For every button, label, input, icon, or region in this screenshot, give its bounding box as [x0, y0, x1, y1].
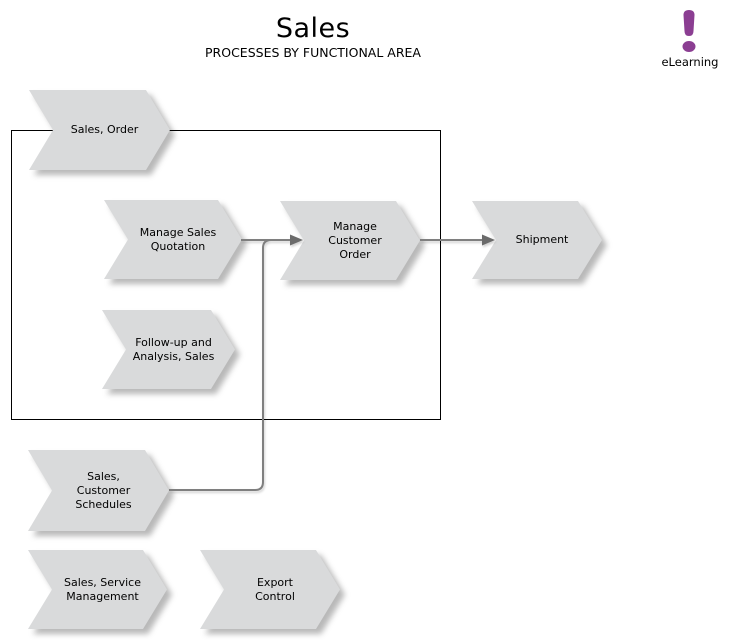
chevron-body: Sales, Customer Schedules: [28, 450, 169, 531]
process-shape-label: Sales, Customer Schedules: [75, 469, 132, 511]
chevron-body: Shipment: [472, 201, 602, 279]
chevron-body: Export Control: [200, 550, 340, 629]
process-shape-sales-customer-schedules[interactable]: Sales, Customer Schedules: [28, 450, 169, 531]
chevron-body: Manage Customer Order: [280, 201, 420, 280]
exclamation-icon: [682, 10, 696, 52]
chevron-body: Manage Sales Quotation: [104, 200, 242, 279]
process-shape-label: Export Control: [255, 575, 295, 603]
process-shape-label: Shipment: [515, 233, 569, 246]
process-shape-sales-service-management[interactable]: Sales, Service Management: [28, 550, 167, 629]
chevron-body: Sales, Order: [29, 90, 170, 170]
page-title: Sales: [275, 13, 351, 44]
chevron-body: Sales, Service Management: [28, 550, 167, 629]
process-shape-export-control[interactable]: Export Control: [200, 550, 340, 629]
process-shape-manage-customer-order[interactable]: Manage Customer Order: [280, 201, 420, 280]
process-shape-label: Follow-up and Analysis, Sales: [132, 335, 215, 363]
chevron-body: Follow-up and Analysis, Sales: [102, 310, 235, 389]
title-block: Sales PROCESSES BY FUNCTIONAL AREA: [113, 13, 513, 60]
process-shape-label: Manage Customer Order: [328, 219, 382, 261]
process-shape-shipment[interactable]: Shipment: [472, 201, 602, 279]
page-subtitle: PROCESSES BY FUNCTIONAL AREA: [205, 45, 421, 60]
process-shape-manage-sales-quotation[interactable]: Manage Sales Quotation: [104, 200, 242, 279]
elearning-logo: eLearning: [661, 8, 719, 69]
process-shape-label: Sales, Service Management: [64, 575, 141, 603]
process-shape-label: Sales, Order: [70, 123, 139, 136]
process-shape-sales-order[interactable]: Sales, Order: [29, 90, 170, 170]
process-shape-follow-up-analysis-sales[interactable]: Follow-up and Analysis, Sales: [102, 310, 235, 389]
elearning-label: eLearning: [661, 55, 719, 69]
process-shape-label: Manage Sales Quotation: [139, 225, 217, 253]
